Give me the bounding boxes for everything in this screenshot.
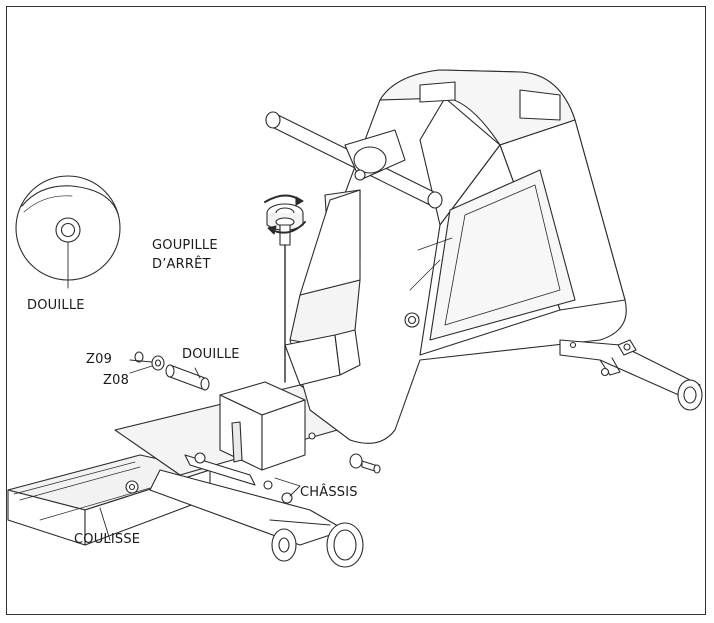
chassis-bolts: [349, 453, 381, 474]
label-goupille-line1: GOUPILLE: [152, 238, 218, 253]
label-goupille-line2: D’ARRÊT: [152, 257, 211, 272]
label-douille-detail: DOUILLE: [27, 298, 85, 313]
front-column: [284, 189, 361, 386]
label-douille: DOUILLE: [182, 347, 240, 362]
callout-leaders: [274, 477, 301, 497]
label-chassis: CHÂSSIS: [300, 485, 358, 500]
rear-stabilizer: [559, 339, 703, 411]
stop-pin: [264, 194, 306, 383]
label-z09: Z09: [86, 352, 113, 367]
chassis-bracket: [184, 381, 316, 490]
bushing-detail-circle: [15, 175, 121, 289]
label-z08: Z08: [103, 373, 130, 388]
slide-rail: [7, 454, 211, 546]
label-coulisse: COULISSE: [74, 532, 141, 547]
bushing-washers: [129, 351, 210, 391]
